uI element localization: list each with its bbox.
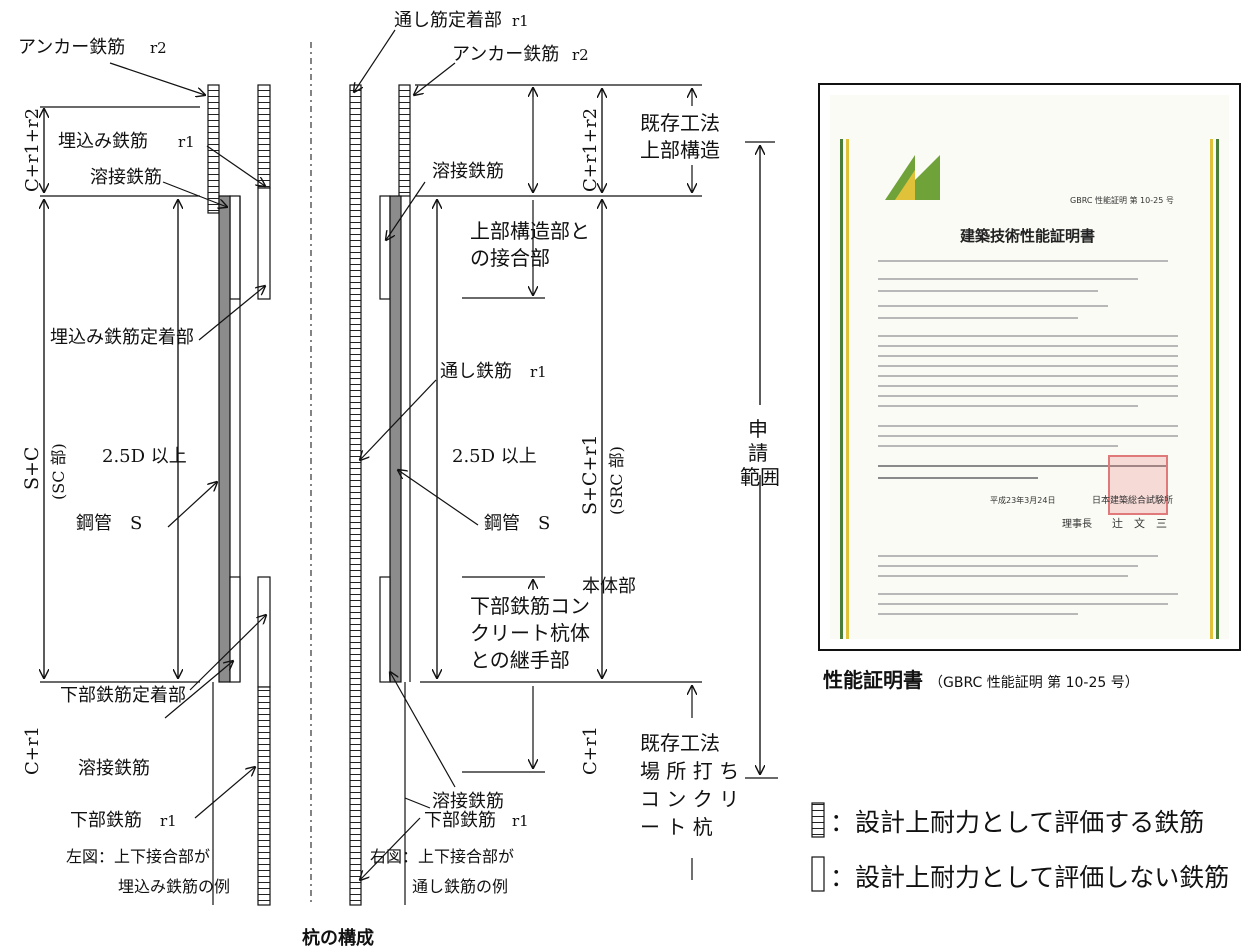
cert-signer-title: 理事長 (1062, 519, 1092, 530)
right-dim-top: C+r1+r2 (580, 108, 601, 192)
cert-doc-title: 建築技術性能証明書 (960, 227, 1096, 245)
certificate-caption: 性能証明書 （GBRC 性能証明 第 10-25 号） (823, 664, 1139, 693)
right-steel-pipe-label: 鋼管 S (484, 513, 550, 534)
right-application-line2: 請 (748, 441, 768, 465)
left-anchor-rebar-r: r2 (150, 39, 167, 57)
right-lower-rebar-label-visible: 下部鉄筋 (424, 810, 496, 831)
left-welded-rebar-bottom (229, 576, 241, 683)
cert-org-name: 日本建築総合試験所 (1092, 496, 1174, 506)
right-existing-upper-line1: 既存工法 (640, 111, 720, 135)
left-caption-line1: 左図：上下接合部が (66, 847, 210, 866)
left-lower-rebar-r: r1 (160, 812, 177, 830)
right-lower-joint-line1: 下部鉄筋コン (470, 594, 590, 618)
figure-title: 杭の構成 (302, 928, 374, 949)
legend-evaluated-text: ：設計上耐力として評価する鉄筋 (830, 808, 1205, 837)
left-anchor-rebar-label: アンカー鉄筋 (18, 37, 125, 58)
right-through-rebar-r: r1 (530, 363, 547, 381)
right-existing-lower-line1: 既存工法 (640, 731, 720, 755)
right-through-rebar-label: 通し鉄筋 (440, 361, 512, 382)
right-welded-rebar-bottom-label: 溶接鉄筋 (432, 791, 504, 812)
right-lower-rebar-r: r1 (512, 812, 529, 830)
right-anchor-rebar-r: r2 (572, 46, 589, 64)
left-lower-rebar-plain (257, 576, 271, 688)
left-dim-middle: S+C (21, 447, 43, 490)
left-lower-rebar-label: 下部鉄筋 (70, 810, 142, 831)
left-dim-bottom: C+r1 (22, 726, 43, 775)
cert-stamp (1108, 455, 1168, 515)
left-embedded-anchor-zone-label: 埋込み鉄筋定着部 (50, 327, 194, 348)
hatched-rebar-icon (811, 802, 825, 838)
left-steel-pipe (218, 195, 231, 683)
right-steel-pipe (389, 195, 402, 683)
certificate-image: GBRC 性能証明 第 10-25 号 建築技術性能証明書 平成23年3月24日… (818, 83, 1241, 651)
legend-item-not-evaluated: ：設計上耐力として評価しない鉄筋 (830, 858, 1229, 894)
cert-signer-name: 辻 文 三 (1112, 517, 1167, 530)
gbrc-logo (885, 155, 940, 200)
legend-item-evaluated: ：設計上耐力として評価する鉄筋 (830, 803, 1204, 839)
right-caption-line2: 通し鉄筋の例 (412, 877, 508, 896)
right-through-anchor-r: r1 (512, 12, 529, 30)
left-lower-rebar-hatched (257, 686, 271, 906)
left-lower-anchor-zone-label: 下部鉄筋定着部 (60, 685, 186, 706)
right-anchor-rebar-label: アンカー鉄筋 (452, 44, 559, 65)
left-steel-pipe-label: 鋼管 S (76, 513, 142, 534)
right-through-rebar-hatched (349, 84, 362, 906)
right-welded-rebar-bottom (379, 576, 391, 683)
right-lower-joint-line2: クリート杭体 (470, 621, 590, 645)
right-existing-lower-line3: コ ン ク リ (640, 787, 739, 811)
right-welded-rebar-top-label: 溶接鉄筋 (432, 161, 504, 182)
left-length-label: 2.5D 以上 (102, 446, 187, 467)
right-dim-bottom: C+r1 (580, 726, 601, 775)
right-anchor-rebar-hatched (398, 84, 411, 197)
left-dim-middle-sub: (SC 部) (49, 443, 68, 500)
plain-rebar-icon (811, 856, 825, 892)
right-dim-middle: S+C+r1 (579, 434, 601, 515)
right-length-label: 2.5D 以上 (452, 446, 537, 467)
certificate-caption-title: 性能証明書 (823, 668, 923, 692)
right-upper-joint-line1: 上部構造部と (470, 219, 590, 243)
right-main-body-label: 本体部 (582, 576, 636, 597)
right-existing-upper-line2: 上部構造 (640, 138, 720, 162)
right-application-line3: 範囲 (740, 465, 780, 489)
left-embedded-rebar-plain (257, 187, 271, 300)
right-through-anchor-label: 通し筋定着部 (394, 10, 502, 31)
right-welded-rebar-top (379, 195, 391, 300)
legend-not-evaluated-text: ：設計上耐力として評価しない鉄筋 (830, 863, 1230, 892)
right-existing-lower-line4: ー ト 杭 (640, 815, 713, 839)
left-anchor-rebar-hatched (207, 84, 220, 214)
right-application-line1: 申 (748, 417, 768, 441)
left-welded-rebar-bottom-label: 溶接鉄筋 (78, 758, 150, 779)
left-embedded-rebar-label: 埋込み鉄筋 (58, 131, 148, 152)
cert-doc-number: GBRC 性能証明 第 10-25 号 (1070, 196, 1174, 205)
cert-date: 平成23年3月24日 (990, 496, 1056, 505)
left-welded-rebar-top-label: 溶接鉄筋 (90, 167, 162, 188)
certificate-caption-number: （GBRC 性能証明 第 10-25 号） (929, 675, 1139, 691)
left-caption-line2: 埋込み鉄筋の例 (118, 877, 230, 896)
right-upper-joint-line2: の接合部 (470, 246, 550, 270)
left-dim-top: C+r1+r2 (22, 108, 43, 192)
left-welded-rebar-top (229, 195, 241, 300)
left-embedded-rebar-r: r1 (178, 133, 195, 151)
right-existing-lower-line2: 場 所 打 ち (640, 759, 739, 783)
right-caption-line1: 右図：上下接合部が (370, 847, 514, 866)
right-dim-middle-sub: (SRC 部) (607, 446, 626, 515)
left-pile-diagram (40, 62, 271, 906)
right-lower-joint-line3: との継手部 (470, 648, 570, 672)
right-pile-diagram (349, 29, 778, 906)
left-embedded-rebar-hatched (257, 84, 271, 189)
